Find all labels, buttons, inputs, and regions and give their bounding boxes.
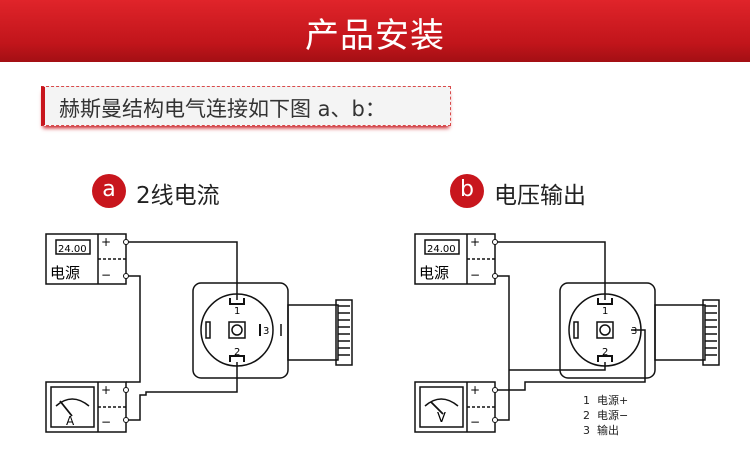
meter-minus-a: − — [101, 415, 111, 429]
pin1-a: 1 — [234, 306, 240, 317]
page-header: 产品安装 — [0, 0, 750, 62]
badge-b: b — [450, 174, 484, 208]
connector-housing-a — [192, 282, 289, 379]
power-display-a — [55, 239, 91, 255]
power-supply-a — [45, 233, 127, 285]
meter-minus-b: − — [470, 415, 480, 429]
badge-a: a — [92, 174, 126, 208]
power-display-b — [424, 239, 460, 255]
pin1-b: 1 — [602, 306, 608, 317]
power-label-b: 电源 — [419, 264, 449, 282]
legend-text-3: 输出 — [597, 423, 619, 437]
display-reading-a: 24.00 — [58, 244, 87, 255]
legend-text-2: 电源− — [597, 408, 628, 422]
page-title: 产品安装 — [305, 16, 445, 56]
pin3-a: 3 — [263, 326, 269, 337]
pin2-b: 2 — [602, 347, 608, 358]
section-a-title: 2线电流 — [136, 183, 220, 209]
legend-num-2: 2 — [583, 409, 590, 422]
legend-num-3: 3 — [583, 424, 590, 437]
diagram-a: 24.00 电源 + − + − A 1 2 3 — [45, 233, 353, 433]
display-reading-b: 24.00 — [427, 244, 456, 255]
meter-label-b: V — [437, 411, 446, 426]
legend-text-1: 电源+ — [597, 393, 628, 407]
meter-plus-b: + — [470, 383, 480, 397]
power-supply-b — [414, 233, 496, 285]
connector-face-b — [568, 293, 642, 367]
meter-label-a: A — [66, 414, 75, 428]
subtitle-box: 赫斯曼结构电气连接如下图 a、b： — [41, 86, 451, 126]
cable-gland-b — [654, 304, 706, 361]
connector-face-a — [200, 293, 274, 367]
power-plus-a: + — [101, 235, 111, 249]
power-minus-b: − — [470, 268, 480, 282]
legend-num-1: 1 — [583, 394, 590, 407]
meter-b — [414, 381, 496, 433]
diagram-b: 24.00 电源 + − + − V 1 2 3 1 电源+ 2 电源− 3 输… — [414, 233, 720, 437]
power-label-a: 电源 — [50, 264, 80, 282]
pin3-b: 3 — [631, 326, 637, 337]
pin-legend-b: 1 电源+ 2 电源− 3 输出 — [583, 393, 628, 437]
cable-gland-a — [287, 304, 339, 361]
subtitle-text: 赫斯曼结构电气连接如下图 a、b： — [59, 97, 386, 121]
pin2-a: 2 — [234, 347, 240, 358]
meter-plus-a: + — [101, 383, 111, 397]
power-plus-b: + — [470, 235, 480, 249]
section-b-title: 电压输出 — [494, 183, 586, 209]
power-minus-a: − — [101, 268, 111, 282]
